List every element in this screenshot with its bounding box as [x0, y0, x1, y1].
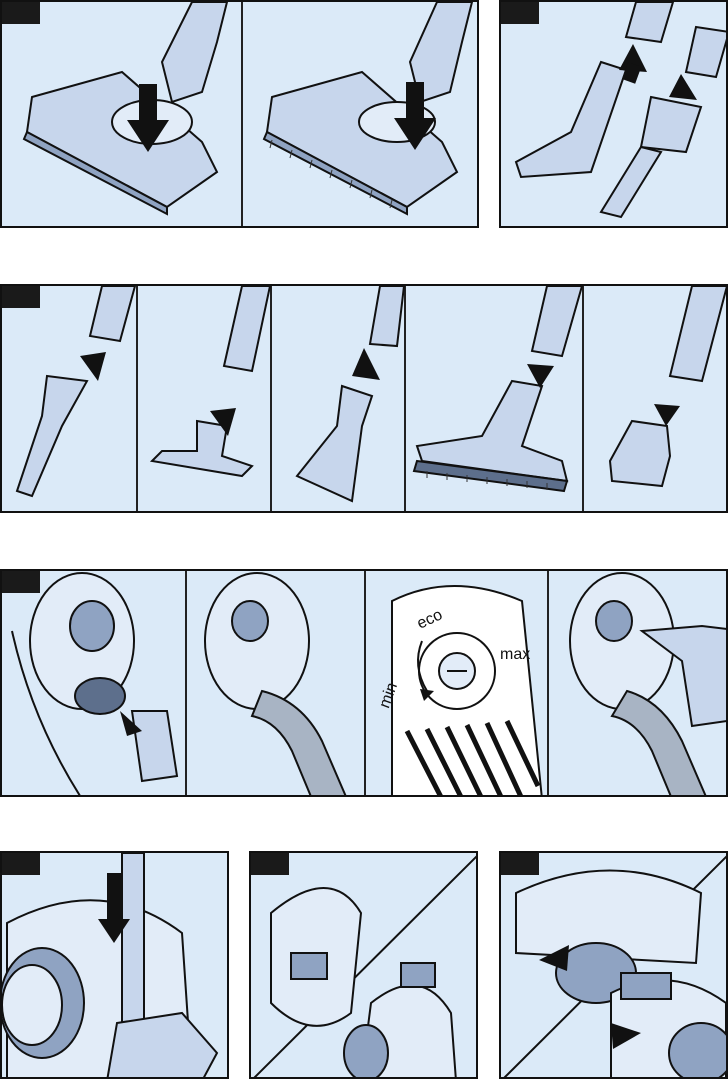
floor-brush-illustration	[2, 2, 479, 228]
panel-floor-brush	[0, 0, 479, 228]
tube-parking-illustration	[2, 853, 229, 1079]
down-arrow-icon	[669, 74, 697, 100]
dial-label-max: max	[500, 646, 530, 663]
floor-brush-hard-floor	[24, 2, 227, 214]
panel-carry-handle	[249, 851, 478, 1079]
down-arrow-icon	[80, 352, 106, 381]
panel-tube-parking	[0, 851, 229, 1079]
storage-position-illustration	[501, 853, 728, 1079]
accessory-tools-illustration	[2, 286, 728, 513]
down-arrow-icon	[654, 404, 680, 426]
panel-crevice-nozzle	[499, 0, 728, 228]
panel-storage-position	[499, 851, 728, 1079]
panel-hose-and-power: eco max min	[0, 569, 728, 797]
floor-brush-carpet	[264, 2, 472, 214]
panel-accessory-tools	[0, 284, 728, 513]
carry-handle-illustration	[251, 853, 478, 1079]
crevice-nozzle-illustration	[501, 2, 728, 228]
hose-and-power-illustration: eco max min	[2, 571, 728, 797]
up-arrow-icon	[352, 348, 380, 380]
